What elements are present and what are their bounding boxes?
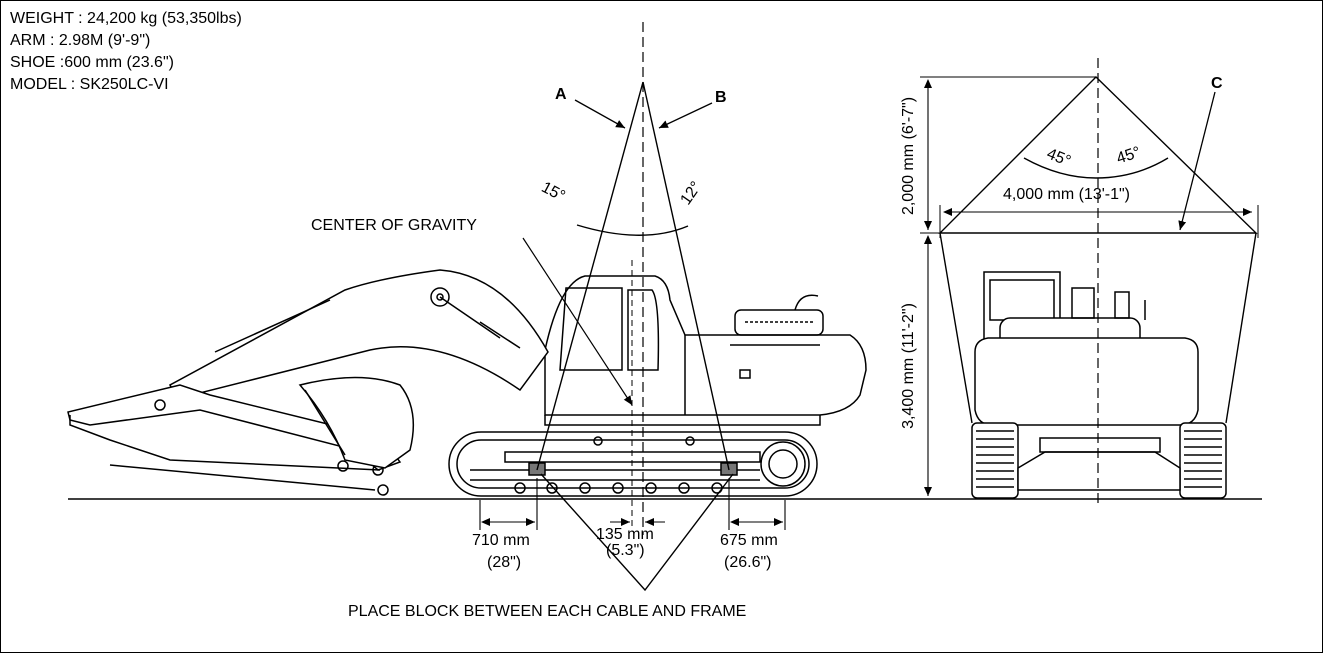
arrow-c [1178,91,1216,231]
spec-shoe: SHOE :600 mm (23.6") [10,54,174,71]
center-of-gravity-label: CENTER OF GRAVITY [311,217,477,234]
cg-offset-mm: 135 mm [596,526,654,543]
slings-front [938,76,1258,424]
angle-b-label: 12° [677,179,705,209]
cg-offset-in: (5.3") [606,542,645,559]
side-dimension-lines [479,478,786,530]
sling-b-label: B [715,89,727,106]
angle-c-left-label: 45° [1044,145,1073,170]
sling-a-label: A [555,86,567,103]
left-offset-in: (28") [487,554,522,571]
spec-weight: WEIGHT : 24,200 kg (53,350lbs) [10,10,242,27]
right-offset-mm: 675 mm [720,532,778,549]
excavator-front-view [971,271,1227,499]
arrow-a [574,99,626,129]
slings-side [536,81,734,592]
sling-c-label: C [1211,75,1223,92]
spec-model: MODEL : SK250LC-VI [10,76,169,93]
vertical-dimension-lines [920,76,1096,500]
left-offset-mm: 710 mm [472,532,530,549]
angle-c-right-label: 45° [1114,144,1142,168]
excavator-side-view [67,269,867,497]
cg-leader [522,237,633,406]
angle-a-label: 15° [538,179,567,205]
machine-height-label: 3,400 mm (11'-2") [900,303,917,429]
spec-arm: ARM : 2.98M (9'-9") [10,32,151,49]
spreader-width-label: 4,000 mm (13'-1") [1003,186,1130,203]
right-offset-in: (26.6") [724,554,772,571]
arrow-b [658,102,713,129]
place-block-note: PLACE BLOCK BETWEEN EACH CABLE AND FRAME [348,603,747,620]
sling-height-label: 2,000 mm (6'-7") [900,97,917,215]
